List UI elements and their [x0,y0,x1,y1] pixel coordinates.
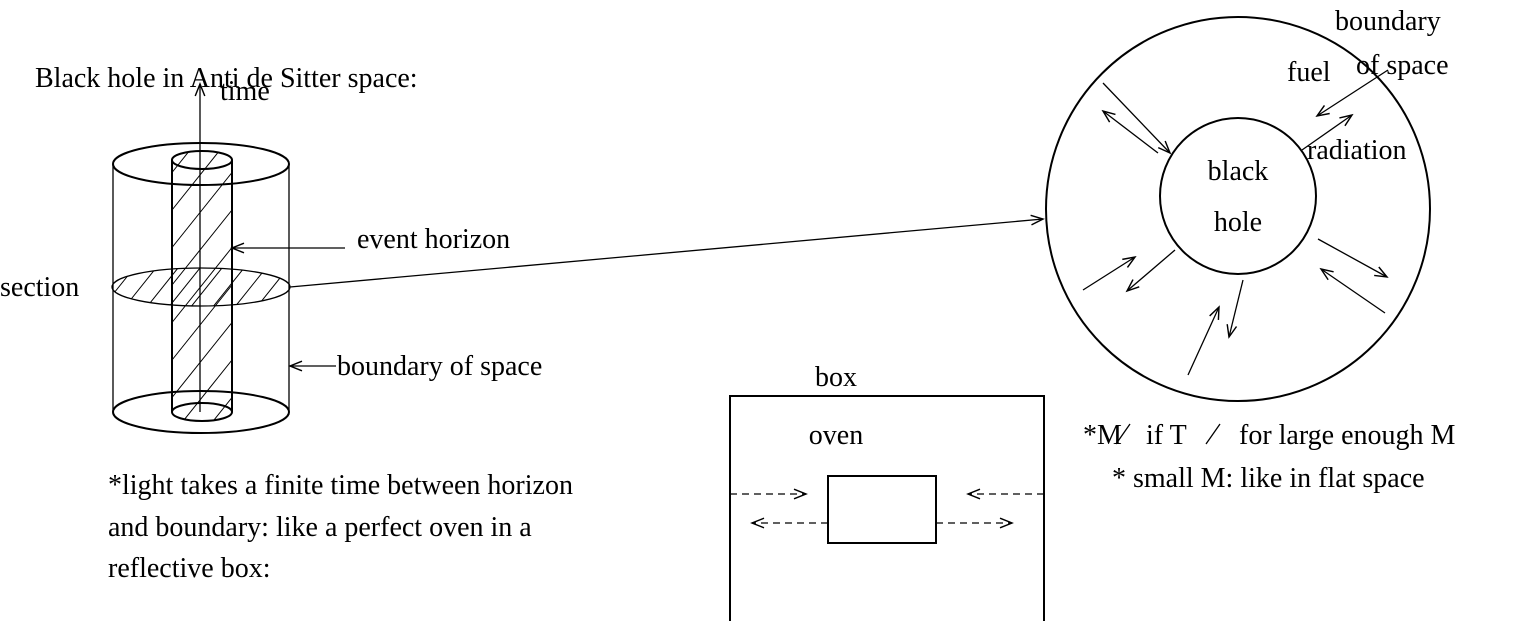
radiation-arrow-upper-left [1101,109,1159,154]
horizon-hatch-line [172,151,232,421]
section-label: section [0,272,79,303]
note-mass-prefix: *M [1083,420,1122,451]
box-outline [729,395,1045,621]
fuel-arrow-top-left [1102,82,1172,155]
spacetime-cylinder: time event horizon section boundary of s… [0,76,542,434]
radiation-arrow-upper-right [1301,113,1354,151]
horizon-hatch-line [179,151,232,421]
mass-increasing-mark [1115,423,1131,445]
light-note: *light takes a finite time between horiz… [108,470,573,584]
section-hatch-line [112,268,114,306]
section-hatch-line [167,268,202,306]
light-note-line-1: *light takes a finite time between horiz… [108,470,573,501]
box-label: box [815,362,857,393]
boundary-label: boundary of space [337,351,542,382]
section-hatch-line [123,268,158,306]
note-large-enough: for large enough M [1239,420,1456,451]
time-label: time [220,76,270,107]
event-horizon-bottom [171,402,233,422]
black-hole-label-line-2: hole [1214,207,1262,238]
disk-boundary-label-line-1: boundary [1335,6,1441,37]
section-to-disk-arrow [289,214,1045,288]
horizon-hatch-line [172,151,232,421]
disk-boundary-label-line-2: of space [1356,50,1449,81]
horizon-hatch-line [172,151,232,421]
horizon-hatch-line [172,151,232,421]
boundary-of-space-circle [1045,16,1431,402]
horizon-hatch-line [172,151,221,421]
cylinder-top-ellipse [112,142,290,186]
temperature-increasing-mark [1205,423,1221,445]
section-hatch-line [300,266,334,308]
black-hole-circle [1159,117,1317,275]
fuel-arrow-top-right [1315,69,1389,118]
radiation-label: radiation [1307,135,1407,166]
page-title: Black hole in Anti de Sitter space: [35,63,418,94]
note-if-temperature: if T [1146,420,1187,451]
section-hatch-line [211,268,246,306]
section-disk: black hole boundary of space fuel radiat… [1045,6,1449,402]
section-hatch-line [233,268,268,306]
section-hatch-line [189,268,224,306]
radiation-arrow-bottom [1226,279,1244,339]
horizon-hatch-line [209,151,232,421]
light-note-line-3: reflective box: [108,553,270,584]
section-hatch-line [112,268,136,306]
fuel-arrow-lower-left [1082,255,1137,291]
oven-label: oven [809,420,863,451]
event-horizon-label: event horizon [357,224,510,255]
oven-rectangle [827,475,937,544]
note-small-mass: * small M: like in flat space [1112,463,1425,494]
reflective-box-diagram: box oven [729,362,1045,621]
fuel-arrow-lower-right [1319,267,1386,314]
radiation-arrow-right [1317,238,1389,278]
section-hatch-line [145,268,180,306]
event-horizon-top [171,150,233,170]
black-hole-label-line-1: black [1208,156,1269,187]
fuel-arrow-bottom [1187,305,1220,376]
fuel-label: fuel [1287,57,1331,88]
light-note-line-2: and boundary: like a perfect oven in a [108,512,532,543]
radiation-arrow-left [1125,249,1176,293]
cylinder-bottom-ellipse [112,390,290,434]
mass-temperature-notes: *M if T for large enough M * small M: li… [1083,420,1456,494]
section-hatch-line [255,268,290,306]
